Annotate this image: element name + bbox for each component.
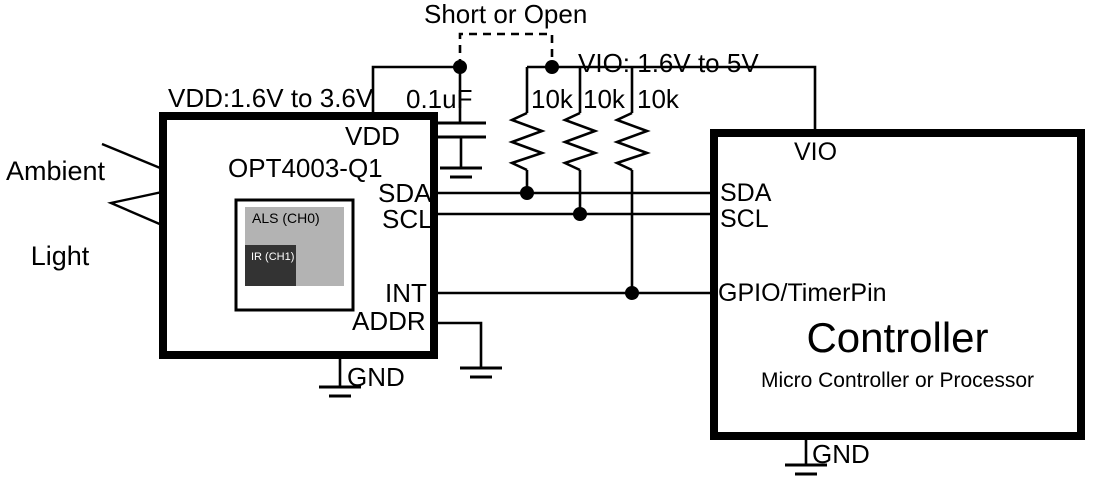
- junction-dot-int: [625, 286, 639, 300]
- net-controller-ground: [785, 436, 827, 476]
- controller-pin-label-sda: SDA: [720, 179, 772, 207]
- sensor-pin-label-vdd: VDD: [345, 121, 400, 151]
- label-sensor-part-number: OPT4003-Q1: [228, 153, 383, 183]
- controller-subtitle: Micro Controller or Processor: [760, 369, 1035, 392]
- ir-photodiode-area: [245, 245, 296, 286]
- controller-package-outline: [710, 129, 1085, 440]
- sensor-die-graphic: [234, 198, 355, 312]
- controller-title: Controller: [806, 314, 989, 361]
- label-vio-supply: VIO: 1.6V to 5V: [578, 48, 759, 78]
- net-addr-ground: [434, 321, 502, 379]
- label-capacitor-value: 0.1uF: [406, 84, 473, 114]
- label-vdd-supply: VDD:1.6V to 3.6V: [168, 83, 374, 113]
- controller-pin-label-vio: VIO: [794, 138, 838, 166]
- net-sensor-ground: [319, 355, 361, 398]
- label-ambient-light-line2: Light: [30, 240, 90, 271]
- controller-pin-label-gpio: GPIO/TimerPin: [718, 279, 887, 307]
- junction-dots: [453, 60, 639, 300]
- sensor-pin-label-int: INT: [385, 278, 427, 308]
- junction-dot-vdd-cap: [453, 60, 467, 74]
- label-ir-channel: IR (CH1): [251, 251, 295, 263]
- junction-dot-vio-rail: [545, 60, 559, 74]
- controller-pin-label-gnd: GND: [812, 439, 870, 469]
- junction-dot-scl: [573, 207, 587, 221]
- resistor-10k-int-symbol: [613, 67, 651, 293]
- label-ambient-light: Ambient Light: [6, 100, 114, 327]
- label-resistor-2-value: 10k: [583, 84, 625, 114]
- label-resistor-1-value: 10k: [531, 84, 573, 114]
- capacitor-0.1uF-symbol: [437, 67, 486, 179]
- sensor-pin-label-scl: SCL: [382, 204, 433, 234]
- label-resistor-3-value: 10k: [637, 84, 679, 114]
- sensor-pin-label-addr: ADDR: [352, 306, 426, 336]
- net-vio-rail: [527, 65, 817, 133]
- label-als-channel: ALS (CH0): [252, 210, 320, 226]
- ambient-light-ray-icon: [101, 142, 207, 246]
- short-or-open-dashed-link: [458, 32, 554, 67]
- label-short-or-open: Short or Open: [424, 0, 588, 29]
- junction-dot-sda: [520, 186, 534, 200]
- sensor-pin-label-gnd: GND: [347, 362, 405, 392]
- controller-pin-label-scl: SCL: [720, 205, 769, 233]
- label-ambient-light-line1: Ambient: [6, 155, 106, 186]
- net-vdd: [371, 65, 460, 116]
- sensor-pin-label-sda: SDA: [378, 178, 432, 208]
